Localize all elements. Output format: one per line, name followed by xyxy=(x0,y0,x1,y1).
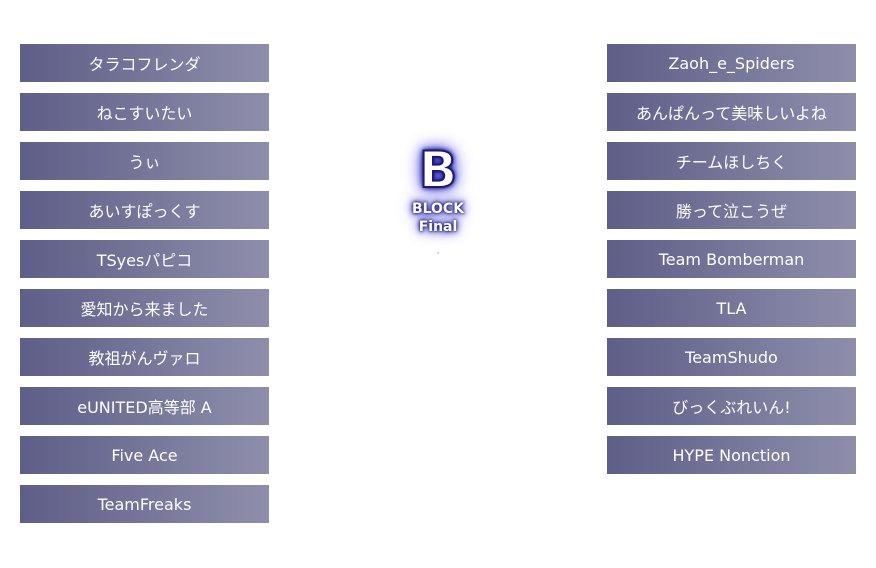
team-box: びっくぶれいん! xyxy=(607,387,856,425)
team-box: うぃ xyxy=(20,142,269,180)
left-team-list: タラコフレンダ ねこすいたい うぃ あいすぽっくす TSyesパピコ 愛知から来… xyxy=(20,44,269,534)
team-box: TeamShudo xyxy=(607,338,856,376)
block-letter: B xyxy=(418,140,458,200)
team-box: 勝って泣こうぜ xyxy=(607,191,856,229)
team-box: HYPE Nonction xyxy=(607,436,856,474)
team-box: タラコフレンダ xyxy=(20,44,269,82)
team-box: あんぱんって美味しいよね xyxy=(607,93,856,131)
team-box: TLA xyxy=(607,289,856,327)
decorative-dot xyxy=(437,252,439,254)
team-box: Team Bomberman xyxy=(607,240,856,278)
right-team-list: Zaoh_e_Spiders あんぱんって美味しいよね チームほしちく 勝って泣… xyxy=(607,44,856,485)
block-label: BLOCK xyxy=(411,201,465,217)
team-box: TeamFreaks xyxy=(20,485,269,523)
team-box: Zaoh_e_Spiders xyxy=(607,44,856,82)
block-sub-label: Final xyxy=(418,219,458,235)
team-box: チームほしちく xyxy=(607,142,856,180)
team-box: 教祖がんヴァロ xyxy=(20,338,269,376)
team-box: Five Ace xyxy=(20,436,269,474)
team-box: あいすぽっくす xyxy=(20,191,269,229)
block-badge: B BLOCK Final xyxy=(388,140,488,236)
team-box: ねこすいたい xyxy=(20,93,269,131)
team-box: eUNITED高等部 A xyxy=(20,387,269,425)
team-box: TSyesパピコ xyxy=(20,240,269,278)
team-box: 愛知から来ました xyxy=(20,289,269,327)
